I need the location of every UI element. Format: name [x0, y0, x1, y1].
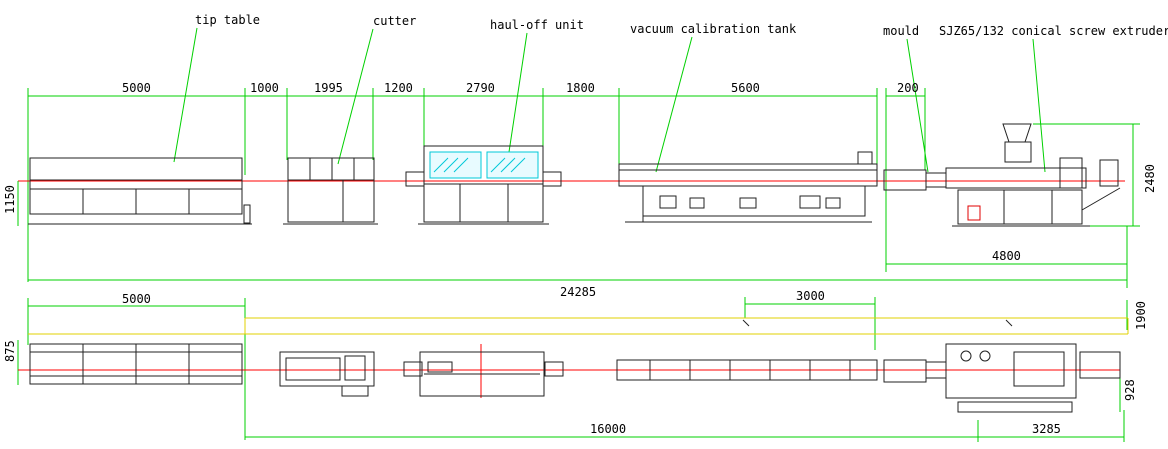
top-cutter: [279, 351, 375, 397]
side-dimension-chain: 5000 1000 1995 1200 2790 1800 5600 200: [27, 81, 926, 282]
top-extruder: [945, 343, 1121, 413]
dim-extruder-length: 4800: [992, 249, 1021, 263]
top-dim-928: 928: [1123, 379, 1137, 401]
side-bottom-dims: 4800 24285: [28, 226, 1128, 299]
dim-tip-table: 5000: [122, 81, 151, 95]
top-dim-875: 875: [3, 340, 17, 362]
top-layout-lines: [28, 317, 1129, 335]
top-dimensions: 5000 3000 1900 875 928 16000 3285: [3, 289, 1148, 442]
side-extruder: [945, 123, 1121, 227]
side-cutter: [283, 157, 378, 225]
label-cutter: cutter: [373, 14, 416, 28]
top-vacuum-tank: [616, 359, 878, 381]
dim-gap3: 1800: [566, 81, 595, 95]
top-tip-table: [29, 343, 243, 385]
leader-extruder: [1032, 38, 1046, 173]
top-haul-off: [403, 351, 564, 397]
side-mould: [883, 169, 947, 191]
dim-gap2: 1200: [384, 81, 413, 95]
leader-vacuum-tank: [655, 36, 693, 173]
top-dim-tip-table: 5000: [122, 292, 151, 306]
top-dim-1900: 1900: [1134, 301, 1148, 330]
label-extruder: SJZ65/132 conical screw extruder: [939, 24, 1168, 38]
label-vacuum-tank: vacuum calibration tank: [630, 22, 797, 36]
dim-haul-off: 2790: [466, 81, 495, 95]
dim-gap1: 1000: [250, 81, 279, 95]
top-dim-3285: 3285: [1032, 422, 1061, 436]
side-vertical-dims: 1150 2480: [3, 123, 1157, 227]
side-tip-table: [28, 157, 252, 225]
side-vacuum-tank: [618, 151, 878, 223]
top-dim-3000: 3000: [796, 289, 825, 303]
leader-tip-table: [173, 27, 198, 163]
component-labels: tip table cutter haul-off unit vacuum ca…: [173, 13, 1168, 173]
top-dim-16000: 16000: [590, 422, 626, 436]
top-mould: [883, 359, 947, 383]
dim-total-length: 24285: [560, 285, 596, 299]
side-haul-off: [405, 145, 562, 225]
dim-cutter: 1995: [314, 81, 343, 95]
dim-mould-gap: 200: [897, 81, 919, 95]
label-mould: mould: [883, 24, 919, 38]
dim-height-left: 1150: [3, 185, 17, 214]
dim-vacuum: 5600: [731, 81, 760, 95]
label-haul-off: haul-off unit: [490, 18, 584, 32]
dim-height-right: 2480: [1143, 164, 1157, 193]
leader-haul-off: [508, 32, 528, 153]
label-tip-table: tip table: [195, 13, 260, 27]
